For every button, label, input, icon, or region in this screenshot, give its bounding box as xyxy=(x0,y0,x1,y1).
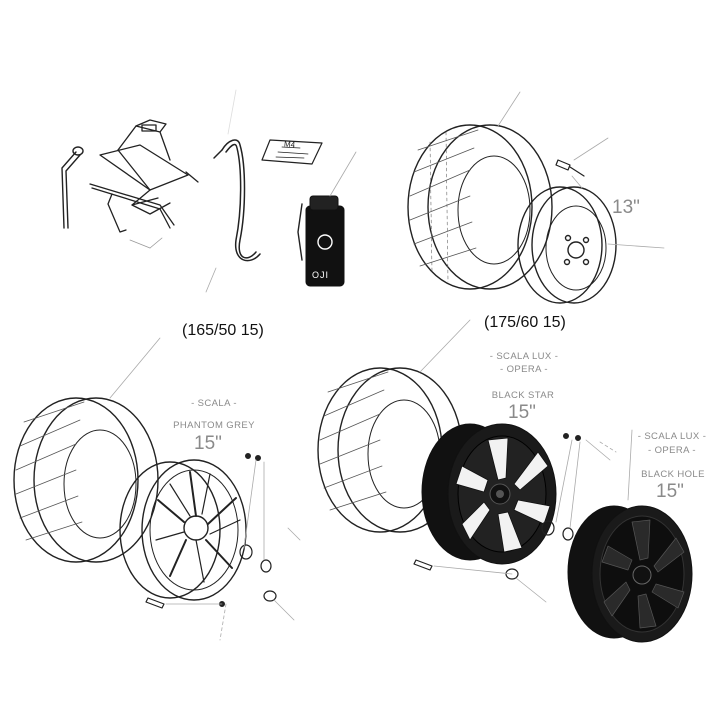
leader-lines-bottom-left xyxy=(109,337,301,641)
canister-text: OJI xyxy=(312,270,330,280)
black-hole-size-label: 15" xyxy=(656,481,684,502)
black-hole-label-line2: - OPERA - xyxy=(648,445,696,456)
black-hole-wheel xyxy=(567,505,693,643)
leader-lines-bottom-center xyxy=(419,319,611,603)
leader-lines-top-right xyxy=(497,91,665,249)
scala-label-line2: PHANTOM GREY xyxy=(173,420,255,431)
black-hole-label-line3: BLACK HOLE xyxy=(641,469,705,480)
scala-phantom-grey-wheel xyxy=(119,459,247,601)
valve-stem-top xyxy=(555,159,585,177)
black-star-label-line2: - OPERA - xyxy=(500,364,548,375)
jack-label-leaders xyxy=(129,237,163,249)
scala-size-label: 15" xyxy=(194,433,222,454)
steel-wheel-13 xyxy=(517,186,617,304)
tire-size-label-right: (175/60 15) xyxy=(484,314,566,331)
black-star-wheel xyxy=(421,423,557,565)
leader-lines-bottom-right xyxy=(599,429,633,501)
scissor-jack xyxy=(99,119,199,215)
tire-size-label-left: (165/50 15) xyxy=(182,322,264,339)
instruction-card-text: M4 xyxy=(283,139,296,150)
black-star-hardware xyxy=(413,433,581,580)
leader-lines-top xyxy=(205,89,357,293)
scala-hardware xyxy=(145,453,277,609)
black-hole-label-line1: - SCALA LUX - xyxy=(637,431,707,442)
black-star-label-line3: BLACK STAR xyxy=(491,390,555,401)
lug-wrench xyxy=(61,146,84,229)
air-hose xyxy=(213,139,261,262)
tire-175-60-15 xyxy=(407,124,553,290)
sealant-canister xyxy=(297,195,345,287)
jack-handle xyxy=(89,183,175,233)
scala-label-line1: - SCALA - xyxy=(191,398,237,409)
black-star-size-label: 15" xyxy=(508,402,536,423)
black-star-label-line1: - SCALA LUX - xyxy=(489,351,559,362)
tire-165-50-15 xyxy=(13,397,159,563)
instruction-card xyxy=(261,139,323,165)
steel-wheel-size-label: 13" xyxy=(612,197,640,218)
